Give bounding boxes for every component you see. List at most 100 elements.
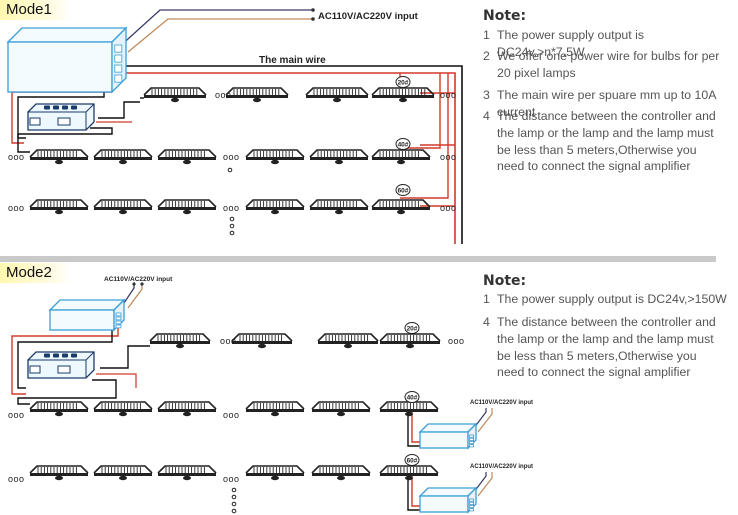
lamp-outline	[371, 199, 431, 208]
lamp-connector	[337, 411, 345, 417]
mode1-note-title: Note:	[483, 8, 527, 24]
lamp-base	[372, 157, 430, 160]
mode1-power-input-label: AC110V/AC220V input	[318, 11, 419, 22]
mode1-row3-dots: ooo	[223, 203, 240, 213]
psu-terminal	[469, 498, 475, 502]
mode2-row2-lamp	[29, 401, 89, 417]
mode1-vertical-dot	[229, 230, 235, 236]
branch-power-wire	[400, 73, 441, 149]
main-wire	[124, 65, 463, 244]
lamp-outline	[93, 401, 153, 410]
branch-power-wire	[407, 412, 420, 447]
mode2-vertical-dot	[231, 501, 237, 507]
mode1-controller	[27, 103, 95, 131]
mode2-note-4: 4 The distance between the controller an…	[483, 314, 725, 381]
badge-outline	[404, 391, 420, 403]
mode2-row3-dots-start: ooo	[8, 474, 25, 484]
branch-power-wire	[407, 476, 420, 511]
lamp-connector	[119, 159, 127, 165]
lamp-connector	[405, 411, 413, 417]
mode2-note-title: Note:	[483, 273, 527, 289]
lamp-outline	[245, 401, 305, 410]
mode2-row3-lamp	[93, 465, 153, 481]
lamp-connector	[171, 97, 179, 103]
wire-terminal	[132, 282, 136, 286]
mode2-extra-power-supply-2	[418, 486, 478, 514]
badge-label: 40#	[407, 394, 418, 401]
lamp-base	[310, 207, 368, 210]
lamp-connector	[55, 411, 63, 417]
input-wire	[117, 9, 312, 49]
lamp-outline	[29, 401, 89, 410]
input-wire	[473, 408, 487, 429]
mode1-vertical-dot	[229, 223, 235, 229]
lamp-outline	[309, 199, 369, 208]
lamp-connector	[335, 209, 343, 215]
mode1-row3-lamp	[309, 199, 369, 215]
lamp-outline	[245, 199, 305, 208]
mode2-vertical-dot	[231, 487, 237, 493]
controller-port	[57, 117, 71, 126]
lamp-outline	[231, 333, 293, 342]
mode2-row1-lamp	[231, 333, 293, 349]
mode1-row2-dots-start: ooo	[8, 152, 25, 162]
mode2-row1-lamp	[317, 333, 379, 349]
psu-terminal	[114, 64, 123, 73]
lamp-base	[306, 95, 368, 98]
mode1-row3-dots-start: ooo	[8, 203, 25, 213]
data-wire	[96, 373, 137, 388]
mode1-row2-lamp	[157, 149, 217, 165]
psu-terminal	[114, 74, 123, 83]
lamp-base	[158, 409, 216, 412]
note-number: 4	[483, 315, 490, 329]
lamp-base	[380, 409, 438, 412]
mode1-row1-lamp	[371, 87, 435, 103]
badge-outline	[395, 184, 411, 196]
badge-outline	[404, 454, 420, 466]
controller-button	[44, 353, 50, 358]
lamp-outline	[379, 333, 441, 342]
data-wire	[17, 379, 117, 405]
psu-top	[48, 299, 126, 311]
lamp-outline	[309, 149, 369, 158]
mode2-row2-dots: ooo	[223, 410, 240, 420]
lamp-base	[30, 157, 88, 160]
controller-edge	[85, 351, 95, 361]
badge-label: 20#	[407, 325, 418, 332]
lamp-connector	[183, 159, 191, 165]
mode1-row1-dots-end: ooo	[440, 90, 457, 100]
lamp-base	[94, 207, 152, 210]
controller-button	[71, 105, 77, 110]
note-text: The main wire per spuare mm up to 10A cu…	[497, 88, 716, 119]
lamp-connector	[406, 343, 414, 349]
lamp-connector	[335, 159, 343, 165]
lamp-base	[312, 409, 370, 412]
controller-body	[27, 351, 95, 379]
note-text: The distance between the controller and …	[497, 109, 716, 174]
mode1-row1-lamp	[225, 87, 289, 103]
controller-button	[71, 353, 77, 358]
badge-label: 60#	[398, 187, 409, 194]
mode1-row3-lamp	[371, 199, 431, 215]
mode2-row3-lamp	[29, 465, 89, 481]
mode1-vertical-dot	[227, 167, 233, 173]
lamp-base	[380, 341, 440, 344]
lamp-base	[158, 473, 216, 476]
lamp-connector	[183, 209, 191, 215]
lamp-outline	[29, 149, 89, 158]
mode1-row2-dots-end: ooo	[440, 152, 457, 162]
section-divider	[0, 256, 716, 262]
lamp-outline	[93, 465, 153, 474]
lamp-connector	[333, 97, 341, 103]
mode1-note-2: 2 We offer one power wire for bulbs for …	[483, 48, 721, 82]
lamp-base	[232, 341, 292, 344]
lamp-base	[380, 473, 438, 476]
lamp-outline	[379, 401, 439, 410]
lamp-base	[372, 95, 434, 98]
mode2-row2-lamp	[311, 401, 371, 417]
psu-top	[418, 423, 478, 433]
badge-outline	[395, 76, 411, 88]
lamp-outline	[157, 401, 217, 410]
mode1-note-4: 4 The distance between the controller an…	[483, 108, 725, 175]
branch-power-wire	[411, 476, 420, 507]
